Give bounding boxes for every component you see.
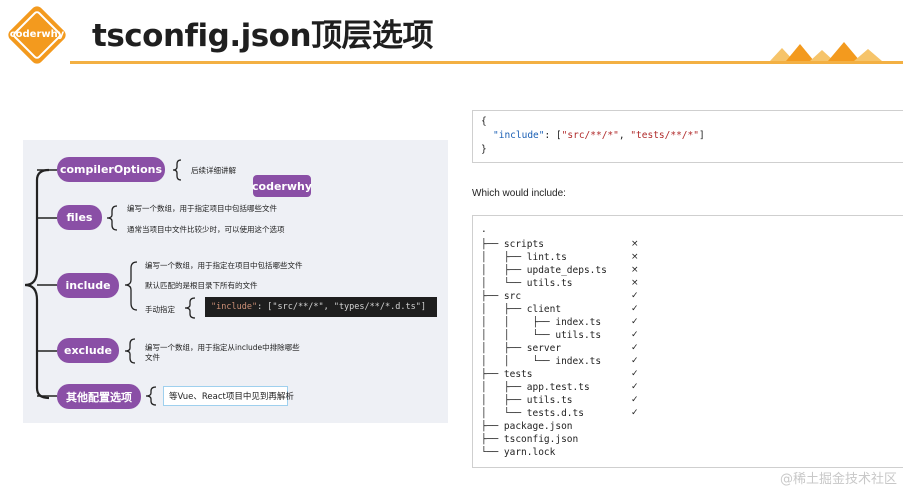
include-code-key: "include": [211, 302, 258, 312]
include-note-2: 默认匹配的是根目录下所有的文件: [145, 281, 258, 290]
compileroptions-pill: compilerOptions: [57, 157, 165, 182]
tree-line: │ ├── update_deps.ts: [481, 265, 607, 276]
tree-mark: ×: [631, 265, 639, 275]
json-src-glob: "src/**/*": [561, 130, 619, 141]
tree-line: ├── package.json: [481, 421, 573, 432]
exclude-note-line2: 文件: [145, 353, 160, 362]
tree-mark: ✓: [631, 330, 639, 340]
tree-mark: ✓: [631, 343, 639, 353]
brace-lines: [24, 159, 196, 406]
tree-line: │ │ └── index.ts: [481, 356, 602, 367]
tree-mark: ✓: [631, 356, 639, 366]
coderwhy-logo: coderwhy: [5, 3, 69, 67]
tree-line: │ │ └── utils.ts: [481, 330, 602, 341]
include-note-3: 手动指定: [145, 305, 175, 314]
json-sep: : [: [544, 130, 562, 141]
include-code-snippet: "include": ["src/**/*", "types/**/*.d.ts…: [205, 297, 437, 317]
coderwhy-badge: coderwhy: [252, 175, 312, 197]
tree-mark: ✓: [631, 317, 639, 327]
json-include-line: "include": ["src/**/*", "tests/**/*"]: [493, 130, 705, 141]
tree-line: ├── src: [481, 291, 522, 302]
file-tree-box: . ├── scripts × │ ├── lint.ts × │ ├── up…: [472, 215, 903, 468]
tree-line: ├── scripts: [481, 239, 544, 250]
tree-mark: ✓: [631, 304, 639, 314]
json-open-brace: {: [481, 116, 487, 127]
tree-mark: ✓: [631, 382, 639, 392]
tree-mark: ✓: [631, 369, 639, 379]
exclude-pill: exclude: [57, 338, 119, 363]
which-would-include-label: Which would include:: [472, 188, 566, 199]
options-diagram: compilerOptions 后续详细讲解 coderwhy files 编写…: [23, 140, 448, 423]
json-comma: ,: [618, 130, 631, 141]
tree-line: │ ├── app.test.ts: [481, 382, 590, 393]
json-tests-glob: "tests/**/*": [630, 130, 699, 141]
tree-line: ├── tsconfig.json: [481, 434, 579, 445]
tree-line: │ ├── lint.ts: [481, 252, 567, 263]
header-decoration-icon: [770, 42, 882, 61]
watermark: @稀土掘金技术社区: [779, 472, 897, 487]
tree-mark: ×: [631, 239, 639, 249]
page-title: tsconfig.json顶层选项: [92, 18, 434, 54]
files-note-2: 通常当项目中文件比较少时，可以使用这个选项: [127, 225, 285, 234]
json-example-box: { "include": ["src/**/*", "tests/**/*"] …: [472, 110, 903, 163]
include-pill: include: [57, 273, 119, 298]
tree-line: .: [481, 224, 487, 235]
header-rule: [70, 61, 903, 64]
json-end: ]: [698, 130, 705, 141]
tree-line: ├── tests: [481, 369, 533, 380]
files-pill: files: [57, 205, 102, 230]
tree-line: │ │ ├── index.ts: [481, 317, 602, 328]
json-close-brace: }: [481, 144, 487, 155]
tree-mark: ×: [631, 278, 639, 288]
include-note-1: 编写一个数组，用于指定在项目中包括哪些文件: [145, 261, 303, 270]
other-options-pill: 其他配置选项: [57, 384, 141, 409]
tree-mark: ✓: [631, 408, 639, 418]
tree-line: │ ├── client: [481, 304, 562, 315]
compileroptions-note: 后续详细讲解: [191, 166, 236, 175]
tree-line: │ ├── utils.ts: [481, 395, 573, 406]
exclude-note-line1: 编写一个数组，用于指定从include中排除哪些: [145, 343, 300, 352]
tree-line: │ └── tests.d.ts: [481, 408, 584, 419]
tree-mark: ✓: [631, 291, 639, 301]
logo-text: coderwhy: [9, 29, 65, 40]
tree-line: └── yarn.lock: [481, 447, 556, 458]
other-options-note: 等Vue、React项目中见到再解析: [163, 386, 294, 406]
tree-mark: ×: [631, 252, 639, 262]
tree-line: │ └── utils.ts: [481, 278, 573, 289]
json-include-key: "include": [493, 130, 545, 141]
include-code-rest: : ["src/**/*", "types/**/*.d.ts"]: [257, 302, 426, 312]
tree-mark: ✓: [631, 395, 639, 405]
files-note-1: 编写一个数组，用于指定项目中包括哪些文件: [127, 204, 277, 213]
tree-line: │ ├── server: [481, 343, 562, 354]
